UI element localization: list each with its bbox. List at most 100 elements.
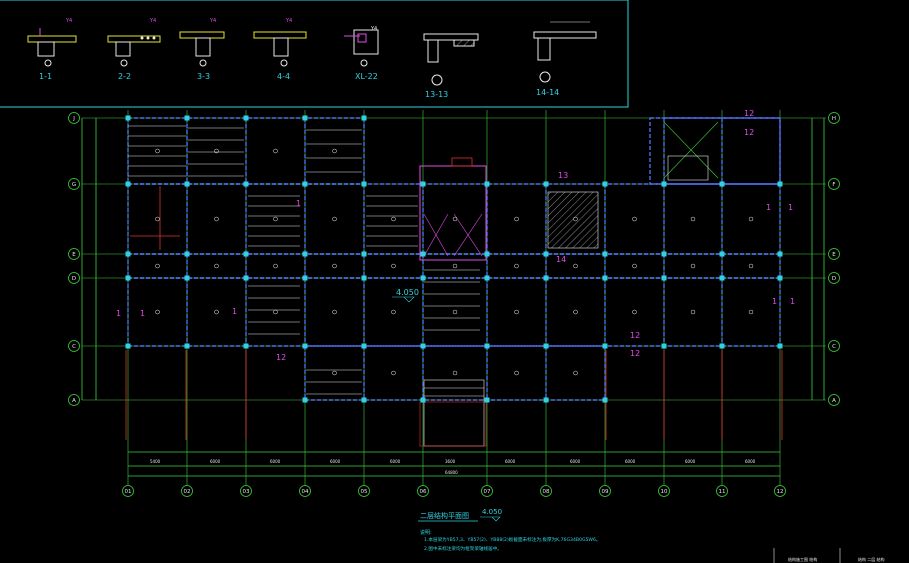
column [543, 343, 549, 349]
slab-marker [214, 263, 219, 269]
column [484, 397, 490, 403]
elevator-core [419, 157, 487, 261]
svg-text:1: 1 [788, 203, 793, 212]
column [184, 251, 190, 257]
svg-text:12: 12 [744, 128, 754, 137]
column [361, 115, 367, 121]
svg-text:1: 1 [772, 297, 777, 306]
column [302, 115, 308, 121]
column [302, 181, 308, 187]
column [543, 275, 549, 281]
column [661, 181, 667, 187]
column [602, 397, 608, 403]
axis-bubble-right-A: A [828, 394, 840, 406]
column [602, 251, 608, 257]
axis-bubble-right-C: C [828, 340, 840, 352]
column [484, 343, 490, 349]
section-label-14-14: 14-14 [536, 88, 559, 97]
svg-text:E: E [72, 252, 76, 258]
slab-marker [573, 370, 578, 376]
svg-text:6000: 6000 [745, 459, 756, 464]
column [719, 275, 725, 281]
column [484, 275, 490, 281]
columns [125, 115, 783, 403]
hatched-zone [547, 191, 599, 249]
column [184, 115, 190, 121]
note-line-2: 2.图中未标注梁均为框架梁轴线居中。 [424, 545, 502, 552]
section-detail-13-13: 13-13 [423, 33, 479, 99]
svg-text:Y4: Y4 [209, 18, 216, 24]
slab-marker [273, 148, 278, 154]
section-detail-3-3: Y4 3-3 [179, 18, 225, 81]
svg-text:F: F [832, 182, 835, 188]
slab-marker [332, 216, 337, 222]
slab-marker [690, 216, 696, 222]
column [777, 275, 783, 281]
svg-text:D: D [832, 276, 836, 282]
plan-title-block: 二层结构平面图 4.050 说明: 1.本层梁为YB57,3、YB57(2)、Y… [418, 508, 601, 552]
column [420, 181, 426, 187]
column [420, 275, 426, 281]
column [125, 115, 131, 121]
svg-text:A: A [832, 398, 836, 404]
slab-marker [514, 370, 519, 376]
slab-markers [155, 148, 754, 376]
slab-marker [514, 263, 519, 269]
axis-bubble-03: 03 [240, 485, 252, 497]
svg-text:H: H [832, 116, 836, 122]
axis-bubble-left-C: C [68, 340, 80, 352]
column [243, 181, 249, 187]
svg-text:08: 08 [543, 489, 550, 495]
column [361, 343, 367, 349]
svg-text:07: 07 [484, 489, 491, 495]
slab-marker [332, 148, 337, 154]
svg-text:11: 11 [719, 489, 726, 495]
axis-bubble-05: 05 [358, 485, 370, 497]
section-label-2-2: 2-2 [118, 72, 131, 81]
section-label-1-1: 1-1 [39, 72, 52, 81]
svg-text:Y4: Y4 [370, 26, 377, 32]
stair-top-left [128, 125, 362, 177]
axis-bubble-left-D: D [68, 272, 80, 284]
slab-marker [155, 216, 160, 222]
column [302, 343, 308, 349]
svg-text:6000: 6000 [270, 459, 281, 464]
annex-top-right [649, 117, 781, 185]
section-detail-xl-22: Y4 XL-22 [344, 26, 379, 81]
column [125, 251, 131, 257]
axis-bubble-right-F: F [828, 178, 840, 190]
svg-text:6000: 6000 [505, 459, 516, 464]
column [243, 343, 249, 349]
svg-text:J: J [72, 116, 75, 122]
stair-bottom [306, 369, 487, 447]
svg-text:1: 1 [140, 309, 145, 318]
dimension-lines [81, 118, 825, 477]
slab-marker [273, 216, 278, 222]
slab-marker [452, 370, 458, 376]
svg-text:C: C [832, 344, 836, 350]
column [602, 181, 608, 187]
column [243, 115, 249, 121]
svg-text:05: 05 [361, 489, 368, 495]
section-detail-1-1: Y4 1-1 [27, 18, 77, 81]
axis-bubble-left-A: A [68, 394, 80, 406]
slab-marker [452, 309, 458, 315]
svg-text:12: 12 [630, 349, 640, 358]
slab-marker [391, 309, 396, 315]
plan-title: 二层结构平面图 [420, 511, 469, 520]
column [484, 251, 490, 257]
svg-text:12: 12 [744, 109, 754, 118]
column [777, 343, 783, 349]
slab-marker [273, 309, 278, 315]
svg-text:Y4: Y4 [65, 18, 72, 24]
svg-text:04: 04 [302, 489, 309, 495]
column [243, 251, 249, 257]
column [184, 181, 190, 187]
column [543, 181, 549, 187]
section-label-xl-22: XL-22 [355, 72, 378, 81]
column [361, 275, 367, 281]
slab-marker [632, 309, 637, 315]
slab-marker [690, 309, 696, 315]
column [361, 251, 367, 257]
